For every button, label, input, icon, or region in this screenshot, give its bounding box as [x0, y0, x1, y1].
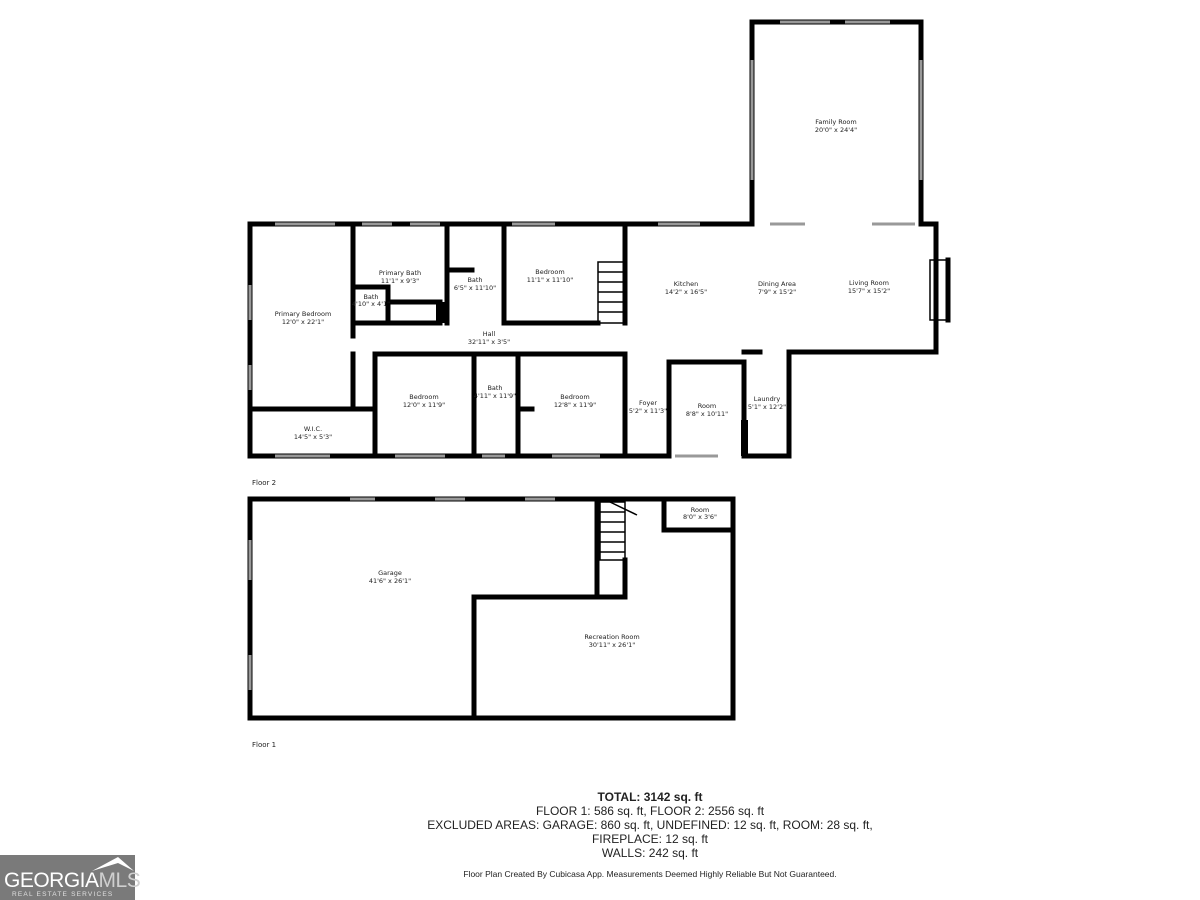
room-label: 15'7" x 15'2"	[848, 287, 890, 295]
excluded-areas: EXCLUDED AREAS: GARAGE: 860 sq. ft, UNDE…	[427, 818, 873, 832]
room-label: 6'5" x 11'10"	[454, 284, 496, 292]
room-label: Bedroom	[560, 393, 589, 401]
floor-1-label: Floor 1	[252, 741, 276, 749]
room-label: 5'1" x 12'2"	[748, 403, 786, 411]
room-label: 11'1" x 11'10"	[527, 276, 573, 284]
room-label: Recreation Room	[584, 633, 639, 641]
room-label: Family Room	[815, 118, 857, 126]
floor-2-label: Floor 2	[252, 479, 276, 487]
georgia-mls-logo: GEORGIAMLS REAL ESTATE SERVICES	[0, 855, 141, 900]
room-label: 12'0" x 11'9"	[403, 401, 445, 409]
room-label: 41'6" x 26'1"	[369, 577, 411, 585]
room-label: Foyer	[639, 399, 657, 407]
floor-1-walls	[247, 496, 736, 721]
room-label: 30'11" x 26'1"	[589, 641, 635, 649]
room-label: 7'9" x 15'2"	[758, 288, 796, 296]
room-label: 4'10" x 4'1"	[352, 300, 390, 308]
room-label: Living Room	[849, 279, 889, 287]
disclaimer: Floor Plan Created By Cubicasa App. Meas…	[463, 869, 837, 879]
floor-areas: FLOOR 1: 586 sq. ft, FLOOR 2: 2556 sq. f…	[535, 804, 765, 818]
room-label: 12'0" x 22'1"	[282, 318, 324, 326]
room-label: 20'0" x 24'4"	[815, 126, 857, 134]
fireplace	[929, 259, 949, 321]
room-label: Dining Area	[758, 280, 796, 288]
room-label: Room	[691, 506, 710, 514]
room-label: Garage	[378, 569, 402, 577]
fireplace-area: FIREPLACE: 12 sq. ft	[591, 832, 709, 846]
room-label: Bath	[363, 293, 378, 301]
room-label: W.I.C.	[304, 425, 322, 433]
room-label: Primary Bath	[379, 269, 421, 277]
room-label: Kitchen	[674, 280, 698, 288]
room-label: 14'2" x 16'5"	[665, 288, 707, 296]
area-summary: TOTAL: 3142 sq. ft FLOOR 1: 586 sq. ft, …	[300, 790, 1000, 860]
room-label: Primary Bedroom	[275, 310, 332, 318]
walls-area: WALLS: 242 sq. ft	[601, 846, 699, 860]
room-label: Laundry	[754, 395, 781, 403]
room-label: 11'1" x 9'3"	[381, 277, 419, 285]
room-label: 5'2" x 11'3"	[629, 407, 667, 415]
room-label: Bedroom	[535, 268, 564, 276]
room-label: Hall	[483, 330, 496, 338]
floor-2-walls	[247, 19, 951, 459]
room-label: 14'5" x 5'3"	[294, 433, 332, 441]
room-label: Bedroom	[409, 393, 438, 401]
room-label: Room	[698, 402, 717, 410]
room-label: 8'8" x 10'11"	[686, 410, 728, 418]
room-label: 4'11" x 11'9"	[474, 392, 516, 400]
room-label: Bath	[487, 384, 502, 392]
room-label: 32'11" x 3'5"	[468, 338, 510, 346]
room-label: 8'0" x 3'6"	[683, 513, 717, 521]
room-label: 12'8" x 11'9"	[554, 401, 596, 409]
room-label: Bath	[467, 276, 482, 284]
total-area: TOTAL: 3142 sq. ft	[597, 790, 703, 804]
